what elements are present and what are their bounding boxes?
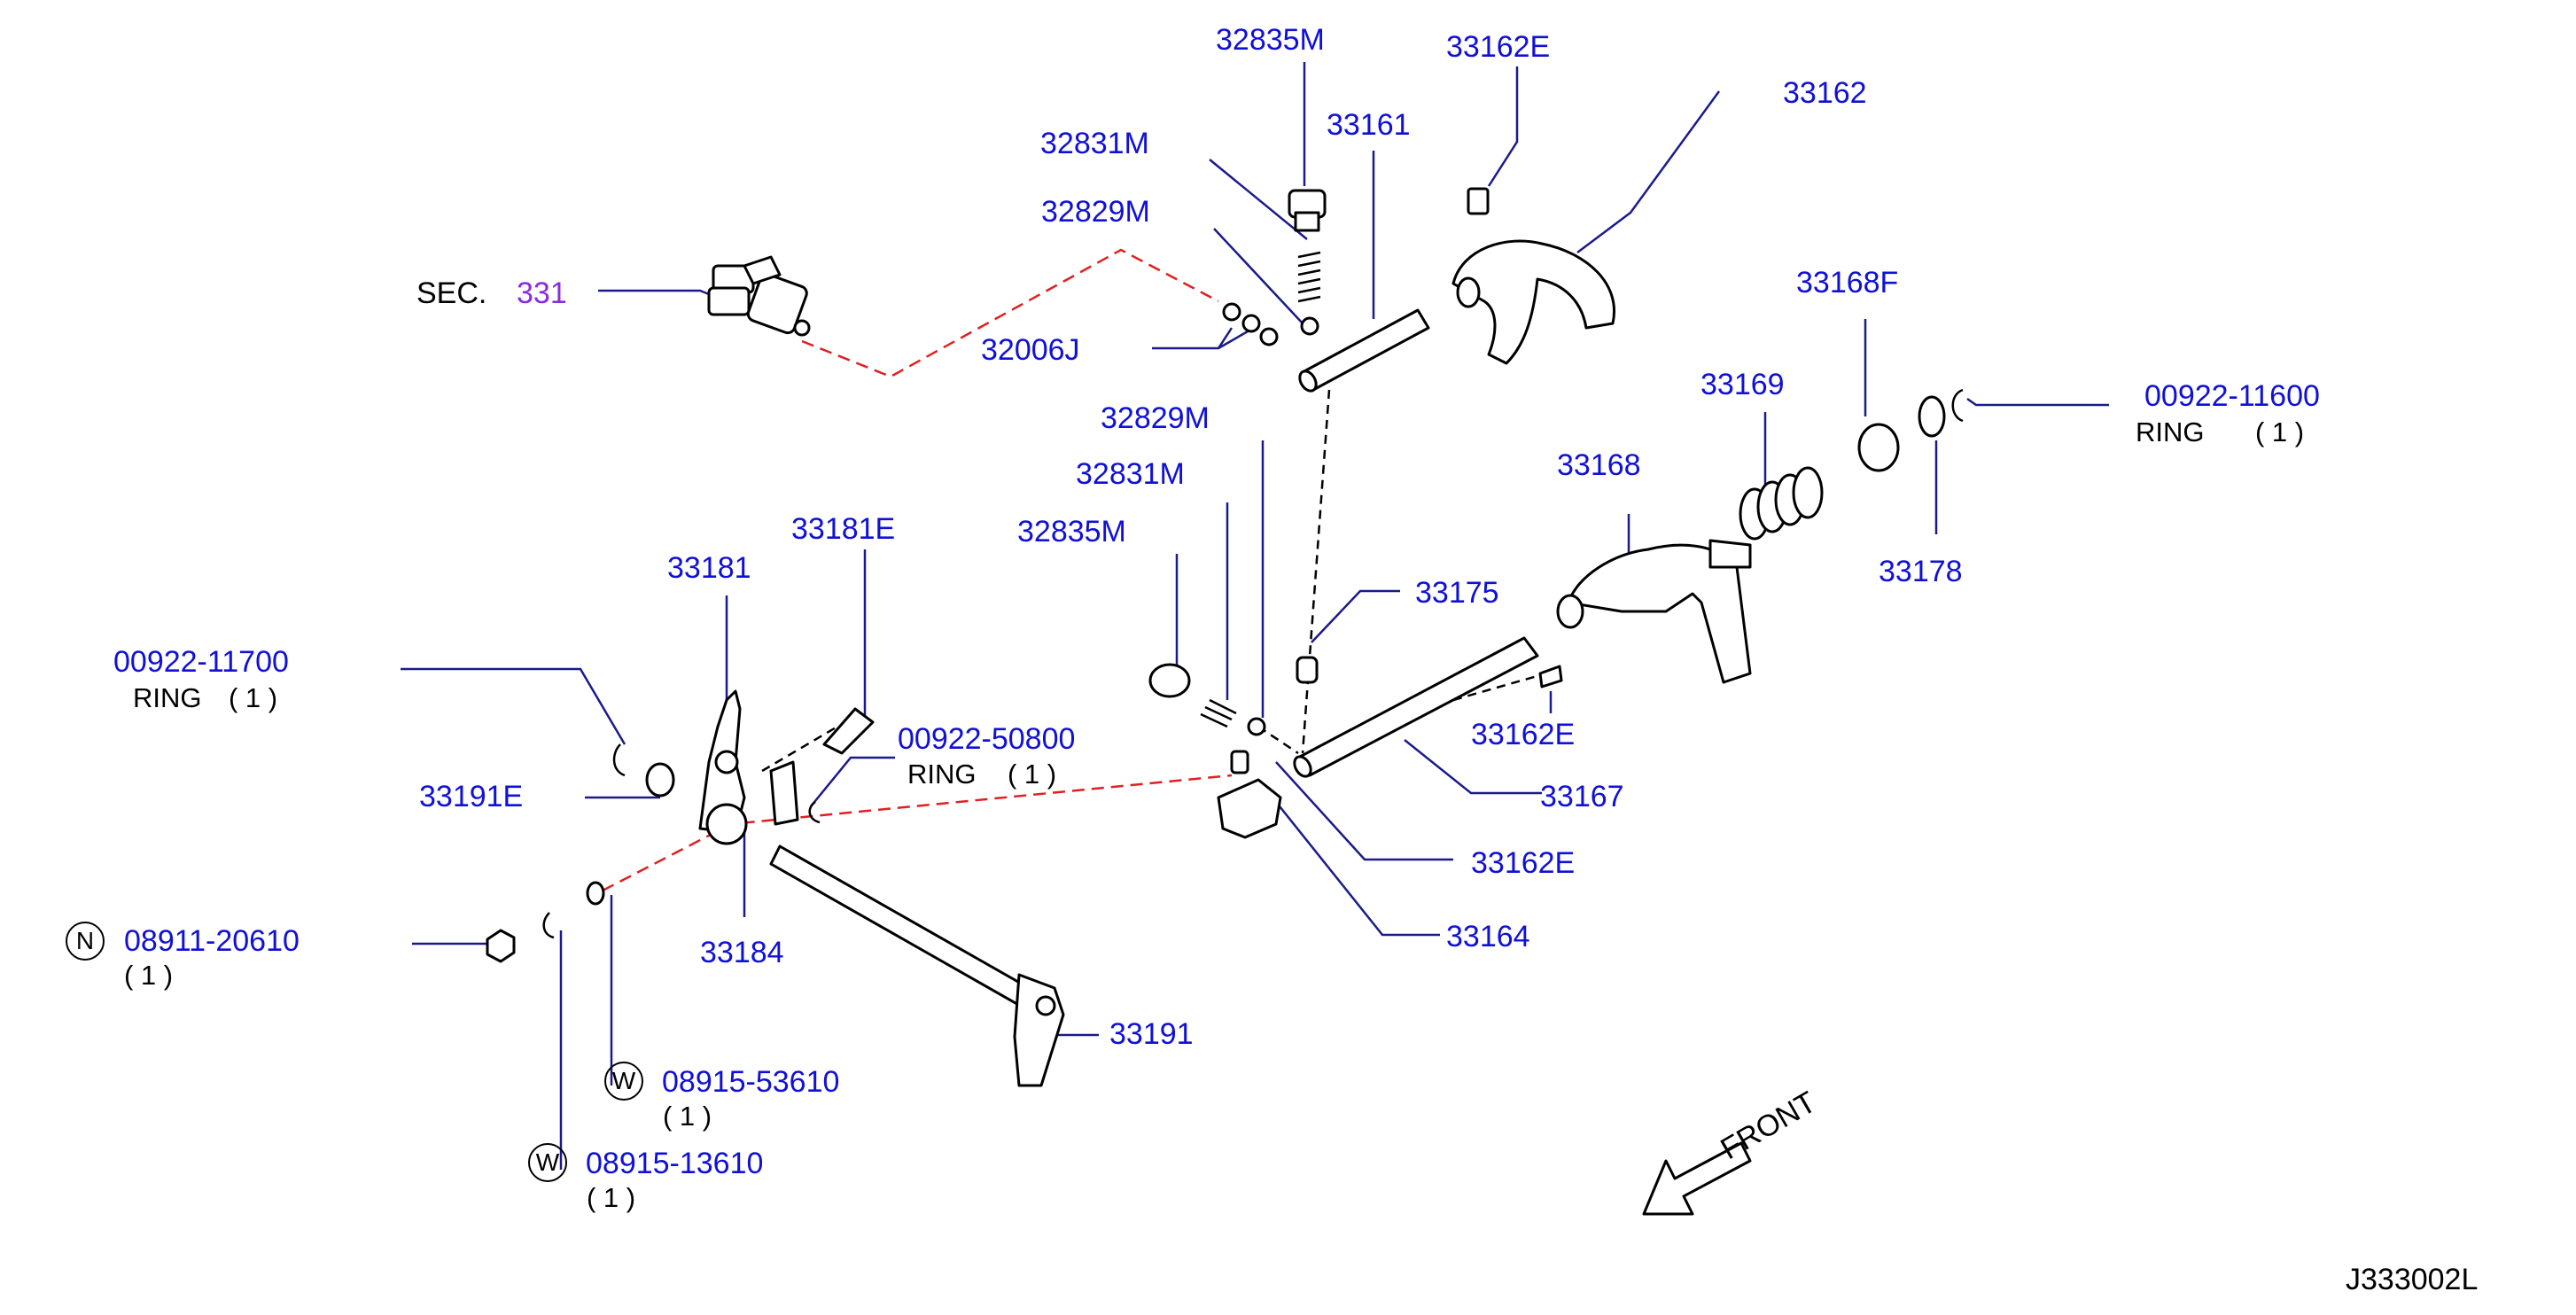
part-label-08915-13610[interactable]: 08915-13610 xyxy=(586,1147,764,1180)
part-label-33181[interactable]: 33181 xyxy=(667,551,751,585)
leader-lines xyxy=(401,62,2109,1170)
part-label-33181E[interactable]: 33181E xyxy=(791,512,896,546)
part-label-33169[interactable]: 33169 xyxy=(1700,368,1785,401)
part-label-33168[interactable]: 33168 xyxy=(1557,448,1641,482)
qty-label-00922-50800: ( 1 ) xyxy=(1008,759,1057,790)
part-label-33168F[interactable]: 33168F xyxy=(1796,266,1899,300)
retainer-washer-ring-right xyxy=(1857,388,1964,472)
part-label-33164[interactable]: 33164 xyxy=(1446,920,1530,953)
part-label-33184[interactable]: 33184 xyxy=(700,936,784,969)
part-label-08915-53610[interactable]: 08915-53610 xyxy=(662,1065,840,1099)
shift-rod-33161 xyxy=(1298,308,1430,393)
ring-label-00922-50800: RING xyxy=(907,759,977,790)
part-label-00922-50800[interactable]: 00922-50800 xyxy=(898,722,1076,756)
washer-symbol-b: W xyxy=(528,1143,567,1182)
part-label-33161[interactable]: 33161 xyxy=(1327,108,1411,142)
spring-33169 xyxy=(1739,466,1824,541)
qty-label-00922-11600: ( 1 ) xyxy=(2255,416,2305,447)
part-label-00922-11600[interactable]: 00922-11600 xyxy=(2144,379,2320,413)
qty-label-08915-13610: ( 1 ) xyxy=(587,1182,636,1213)
qty-label-00922-11700: ( 1 ) xyxy=(229,682,278,713)
part-label-33191[interactable]: 33191 xyxy=(1109,1017,1194,1051)
lever-33181 xyxy=(612,689,875,845)
part-label-33162E-mid[interactable]: 33162E xyxy=(1471,718,1576,751)
part-label-33191E[interactable]: 33191E xyxy=(419,780,524,813)
assembly-line-rod xyxy=(1301,389,1331,754)
sec-331-assembly xyxy=(707,255,811,337)
assembly-line-lever xyxy=(761,725,838,773)
sec-331-link[interactable]: 331 xyxy=(517,276,567,310)
part-label-33162[interactable]: 33162 xyxy=(1783,76,1867,110)
shift-fork-33162 xyxy=(1451,187,1615,365)
part-label-32835M-top[interactable]: 32835M xyxy=(1216,23,1325,57)
detent-plug-spring-ball-middle xyxy=(1148,656,1319,736)
nut-and-washers xyxy=(486,881,605,963)
part-label-32829M-mid[interactable]: 32829M xyxy=(1101,401,1210,435)
part-label-33162E-top[interactable]: 33162E xyxy=(1446,30,1551,64)
part-label-32829M-top[interactable]: 32829M xyxy=(1041,195,1150,229)
part-label-00922-11700[interactable]: 00922-11700 xyxy=(113,645,289,679)
qty-label-08911-20610: ( 1 ) xyxy=(124,960,174,991)
ring-label-00922-11600: RING xyxy=(2136,416,2205,447)
shift-shaft-33191 xyxy=(769,844,1065,1087)
part-label-32831M-top[interactable]: 32831M xyxy=(1040,127,1149,160)
part-label-08911-20610[interactable]: 08911-20610 xyxy=(124,924,300,958)
shift-fork-33168 xyxy=(1556,539,1752,684)
front-arrow xyxy=(1642,1141,1752,1216)
bracket-33164 xyxy=(1217,750,1282,839)
section-link-lower xyxy=(602,774,1233,892)
part-label-32831M-mid[interactable]: 32831M xyxy=(1076,457,1185,491)
assembly-line-pin xyxy=(1452,672,1547,702)
part-label-33162E-low[interactable]: 33162E xyxy=(1471,846,1576,880)
part-label-32006J[interactable]: 32006J xyxy=(981,333,1080,367)
assembly-line-ball xyxy=(1257,725,1299,755)
section-link-upper xyxy=(801,248,1219,378)
part-label-33167[interactable]: 33167 xyxy=(1540,780,1624,813)
washer-symbol-a: W xyxy=(604,1062,643,1101)
sec-prefix-label: SEC. xyxy=(416,276,487,310)
ring-label-00922-11700: RING xyxy=(133,682,202,713)
detent-plug-spring-ball-upper xyxy=(1222,189,1327,346)
part-label-33175[interactable]: 33175 xyxy=(1415,576,1499,610)
qty-label-08915-53610: ( 1 ) xyxy=(663,1101,712,1132)
part-label-33178[interactable]: 33178 xyxy=(1879,555,1963,588)
part-label-32835M-mid[interactable]: 32835M xyxy=(1017,515,1126,549)
diagram-code: J333002L xyxy=(2346,1263,2479,1296)
nut-symbol: N xyxy=(66,922,105,961)
shift-rod-33167 xyxy=(1293,636,1563,778)
